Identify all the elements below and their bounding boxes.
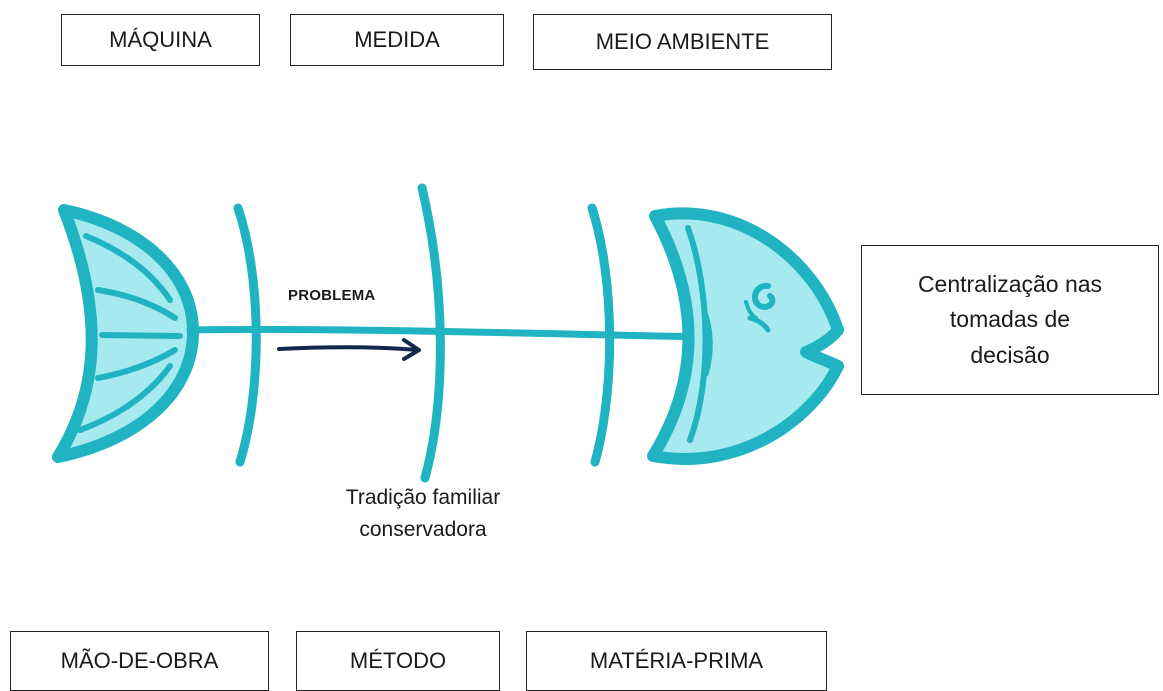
cause-text: Tradição familiar conservadora <box>300 482 546 545</box>
effect-line: tomadas de <box>949 306 1071 333</box>
category-label: MATÉRIA-PRIMA <box>589 648 764 674</box>
category-box-mao-de-obra: MÃO-DE-OBRA <box>10 631 269 691</box>
fish-spine <box>186 325 704 341</box>
fish-tail-rib <box>83 233 173 303</box>
category-box-meio-ambiente: MEIO AMBIENTE <box>533 14 832 70</box>
effect-line: decisão <box>970 341 1050 368</box>
fish-gill <box>701 307 713 377</box>
category-label: MÁQUINA <box>109 27 212 53</box>
category-label: MEIO AMBIENTE <box>595 29 770 55</box>
effect-box: Centralização nas tomadas de decisão <box>861 245 1159 395</box>
cause-line: conservadora <box>359 517 487 541</box>
fish-tail-rib <box>77 363 173 433</box>
category-label: MEDIDA <box>354 27 440 53</box>
fish-rib <box>587 203 615 467</box>
fish-tail-rib <box>95 287 178 321</box>
effect-line: Centralização nas <box>917 270 1103 297</box>
fish-tail-rib <box>99 332 183 339</box>
effect-text: Centralização nas tomadas de decisão <box>918 267 1102 374</box>
category-label: MÃO-DE-OBRA <box>60 648 219 674</box>
category-box-medida: MEDIDA <box>290 14 504 66</box>
category-box-metodo: MÉTODO <box>296 631 500 691</box>
problem-arrow <box>277 338 421 361</box>
fish-gill <box>685 225 709 443</box>
category-box-maquina: MÁQUINA <box>61 14 260 66</box>
fish-tail-rib <box>95 347 178 381</box>
cause-line: Tradição familiar <box>345 486 501 509</box>
fish-eye <box>751 282 776 310</box>
fish-rib <box>417 183 445 483</box>
category-box-materia-prima: MATÉRIA-PRIMA <box>526 631 827 691</box>
fish-cheek <box>744 300 758 320</box>
category-label: MÉTODO <box>349 648 447 674</box>
fish-rib <box>233 203 261 467</box>
fish-cheek <box>747 315 771 333</box>
problem-label: PROBLEMA <box>288 287 376 304</box>
